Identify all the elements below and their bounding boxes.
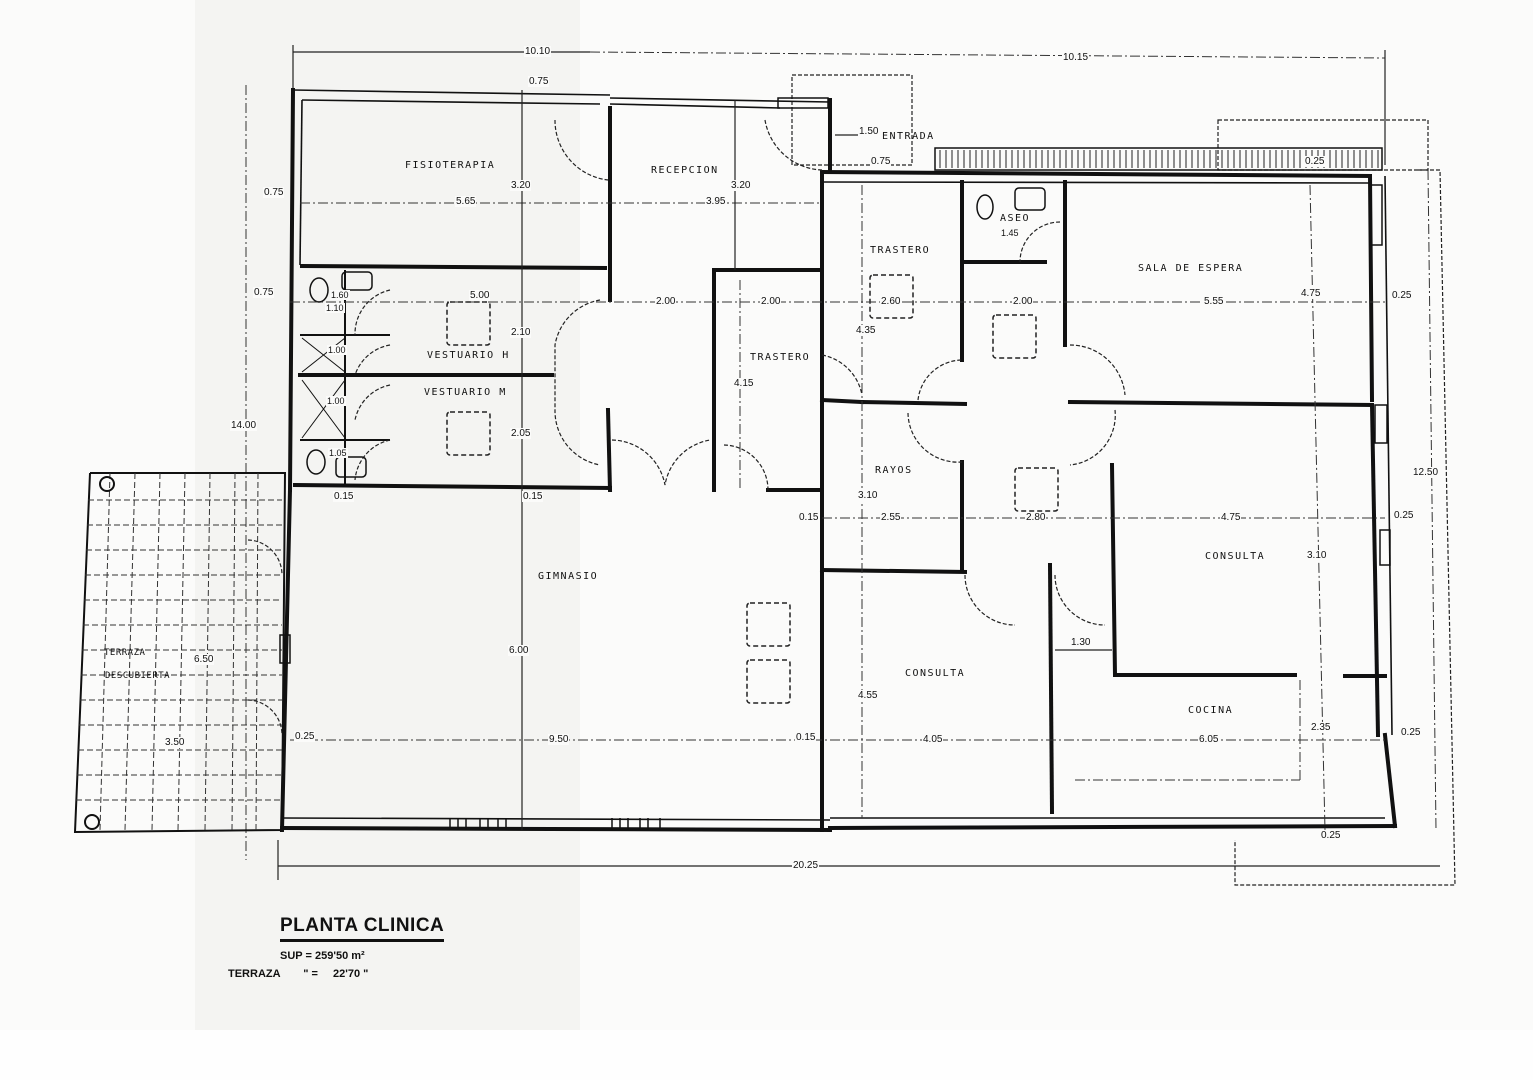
dim-left-overall: 14.00	[230, 420, 258, 431]
dim-right-wall-1: 0.25	[1391, 290, 1413, 301]
room-label-aseo: ASEO	[1000, 213, 1031, 224]
dim-sala-espera-top: 0.25	[1304, 156, 1326, 167]
room-label-entrada: ENTRADA	[882, 131, 935, 142]
dim-top-right-overall: 10.15	[1062, 52, 1090, 63]
dim-recepcion-depth: 3.20	[730, 180, 752, 191]
dim-sala-espera-depth: 4.75	[1300, 288, 1322, 299]
dim-shower-m: 1.00	[326, 396, 346, 406]
summary-surface-sep: =	[305, 950, 312, 962]
dim-cocina-right-wall: 0.25	[1400, 727, 1422, 738]
dim-shower-h: 1.00	[327, 345, 347, 355]
dim-cocina-depth: 2.35	[1310, 722, 1332, 733]
room-label-trastero-2: TRASTERO	[750, 352, 811, 363]
dim-gimnasio-width: 9.50	[548, 734, 570, 745]
dim-consulta-2-width: 4.75	[1220, 512, 1242, 523]
dim-top-left-overall: 10.10	[524, 46, 552, 57]
dim-left-wall-1: 0.75	[263, 187, 285, 198]
exterior-walls	[279, 87, 1398, 833]
dim-rayos-left-wall: 0.15	[798, 512, 820, 523]
windows	[449, 184, 1391, 830]
dim-corridor-1: 2.00	[655, 296, 677, 307]
dim-right-overall: 12.50	[1412, 467, 1440, 478]
room-label-rayos: RAYOS	[875, 465, 913, 476]
dim-rayos-width: 2.55	[880, 512, 902, 523]
dim-aseo: 1.45	[1000, 228, 1020, 238]
dim-consulta-1-depth: 4.55	[857, 690, 879, 701]
dim-consulta-1-width: 4.05	[922, 734, 944, 745]
plan-title: PLANTA CLINICA	[280, 915, 445, 942]
dim-right-wall-2: 0.25	[1393, 510, 1415, 521]
summary-terrace-value: 22'70 "	[332, 968, 369, 980]
room-label-vestuario-m: VESTUARIO M	[424, 387, 507, 398]
dim-wc-h-b: 1.10	[325, 303, 345, 313]
scan-shade-band	[195, 0, 580, 1030]
dim-terraza-depth: 3.50	[164, 737, 186, 748]
room-label-trastero-1: TRASTERO	[870, 245, 931, 256]
dim-gimnasio-left-wall: 0.25	[294, 731, 316, 742]
summary-surface-label: SUP	[280, 950, 303, 962]
dim-wc-h-a: 1.60	[330, 290, 350, 300]
room-label-terraza-line1: TERRAZA	[104, 648, 146, 658]
dim-passage-width: 1.30	[1070, 637, 1092, 648]
room-label-gimnasio: GIMNASIO	[538, 571, 599, 582]
dim-terraza-width: 6.50	[193, 654, 215, 665]
dim-entrada-step: 1.50	[858, 126, 880, 137]
summary-terrace-label: TERRAZA	[228, 968, 281, 980]
summary-terrace-sep: " =	[303, 968, 318, 980]
dim-top-wall: 0.75	[528, 76, 550, 87]
room-label-sala-espera: SALA DE ESPERA	[1138, 263, 1244, 274]
interior-walls	[292, 106, 1387, 815]
door-swings	[247, 119, 1126, 736]
dim-hall-width: 2.00	[1012, 296, 1034, 307]
dim-gimnasio-right-wall: 0.15	[795, 732, 817, 743]
summary-surface-value: 259'50 m²	[314, 950, 365, 962]
dim-corridor-2: 2.00	[760, 296, 782, 307]
dim-hall-2-width: 2.80	[1025, 512, 1047, 523]
dim-fisioterapia-depth: 3.20	[510, 180, 532, 191]
summary-terrace: TERRAZA " = 22'70 "	[228, 968, 368, 980]
dim-vestuario-width: 5.00	[469, 290, 491, 301]
dim-vestuario-m-depth: 2.05	[510, 428, 532, 439]
room-label-cocina: COCINA	[1188, 705, 1234, 716]
dim-vest-wall-a: 0.15	[333, 491, 355, 502]
room-label-consulta-1: CONSULTA	[905, 668, 966, 679]
page-margin	[0, 1030, 1533, 1080]
dim-rayos-depth: 3.10	[857, 490, 879, 501]
summary-surface: SUP = 259'50 m²	[280, 950, 365, 962]
dim-recepcion-width: 3.95	[705, 196, 727, 207]
dim-consulta-2-depth: 3.10	[1306, 550, 1328, 561]
dim-entrada-wall: 0.75	[870, 156, 892, 167]
dim-sala-espera-width: 5.55	[1203, 296, 1225, 307]
dim-bottom-overall: 20.25	[792, 860, 820, 871]
dim-bottom-right-wall: 0.25	[1320, 830, 1342, 841]
room-label-consulta-2: CONSULTA	[1205, 551, 1266, 562]
entrance-canopy	[934, 147, 1383, 171]
interior-dimension-lines	[290, 90, 1385, 831]
dim-left-wall-2: 0.75	[253, 287, 275, 298]
terrace-grid	[73, 472, 291, 834]
overhang-outlines	[791, 74, 1456, 886]
dim-wc-m: 1.05	[328, 448, 348, 458]
room-label-fisioterapia: FISIOTERAPIA	[405, 160, 496, 171]
dim-fisioterapia-width: 5.65	[455, 196, 477, 207]
equipment-outlines	[446, 274, 1059, 704]
dim-trastero-1-depth: 4.35	[855, 325, 877, 336]
room-label-vestuario-h: VESTUARIO H	[427, 350, 510, 361]
sanitary-fixtures	[301, 187, 1046, 478]
dim-vestuario-h-depth: 2.10	[510, 327, 532, 338]
dim-cocina-width: 6.05	[1198, 734, 1220, 745]
room-label-recepcion: RECEPCION	[651, 165, 719, 176]
dim-trastero-2-depth: 4.15	[733, 378, 755, 389]
dim-vest-wall-b: 0.15	[522, 491, 544, 502]
room-label-terraza-line2: DESCUBIERTA	[105, 671, 171, 681]
dim-trastero-1-width: 2.60	[880, 296, 902, 307]
dim-gimnasio-depth: 6.00	[508, 645, 530, 656]
